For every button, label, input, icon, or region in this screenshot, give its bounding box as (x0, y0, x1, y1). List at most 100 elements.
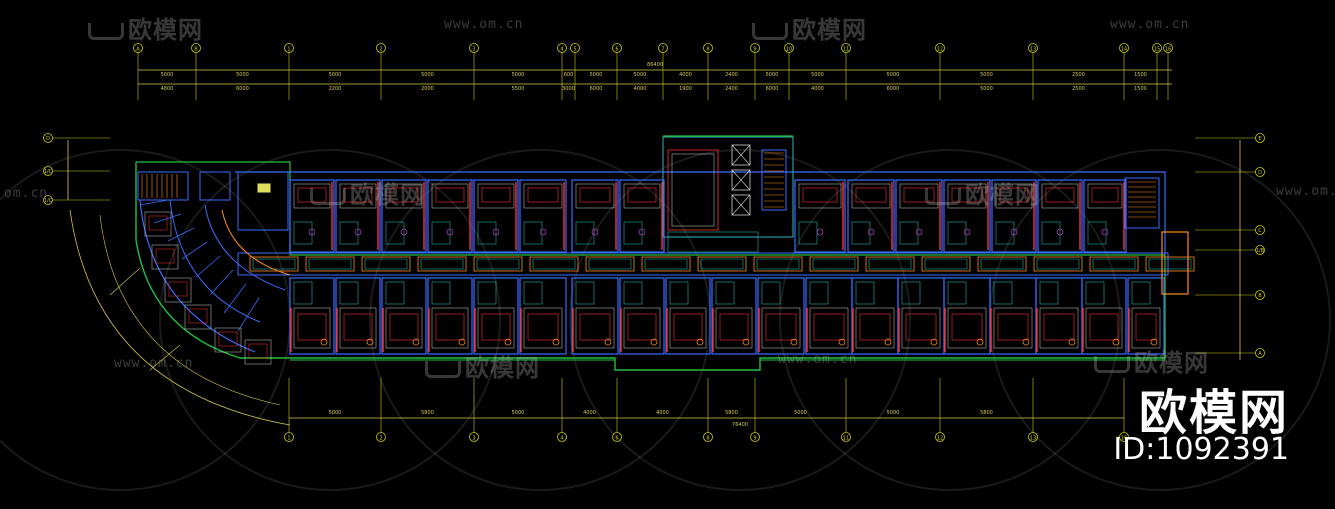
room-bed (339, 307, 377, 349)
guest-room (847, 179, 895, 253)
guest-room (519, 277, 567, 355)
axis-label: A (136, 47, 140, 53)
service-room (199, 171, 231, 201)
room-chair (1068, 338, 1076, 346)
curved-room-bed (148, 215, 168, 231)
room-bed (389, 313, 419, 341)
axis-label: 16 (1165, 47, 1171, 53)
room-bed (523, 307, 563, 349)
elevator-shaft (731, 194, 751, 216)
room-bed (719, 313, 749, 341)
room-light (867, 228, 875, 236)
room-bathroom (575, 221, 595, 245)
axis-label: 4 (560, 47, 563, 53)
room-bed (899, 183, 939, 209)
axis-bubble (1028, 43, 1038, 53)
axis-bubble (1255, 290, 1265, 300)
curved-wall (204, 204, 286, 291)
guest-room (427, 179, 473, 253)
room-bathroom (293, 281, 313, 305)
room-bed (859, 313, 891, 341)
guest-room (335, 277, 381, 355)
room-bed (1091, 187, 1119, 203)
guest-room (757, 277, 805, 355)
room-chair (1112, 338, 1120, 346)
room-bed (855, 307, 895, 349)
axis-bubble (1152, 43, 1162, 53)
room-bed (579, 313, 611, 341)
axis-label: 12 (937, 436, 943, 442)
curved-partition (223, 283, 247, 314)
dimension-value: 5000 (421, 72, 434, 78)
elevator-shaft (731, 169, 751, 191)
room-bed (481, 313, 511, 341)
dimension-value: 4000 (679, 72, 692, 78)
guest-room (794, 179, 846, 253)
watermark-url: www.om.cn (778, 352, 858, 367)
room-bed (802, 187, 838, 203)
axis-label: B (1258, 293, 1262, 299)
curved-room-bed (168, 281, 188, 297)
room-bed (385, 183, 423, 209)
dimension-value: 1900 (679, 86, 692, 92)
axis-label: A (1258, 351, 1262, 357)
axis-label: 8 (706, 436, 709, 442)
room-bed (1041, 183, 1079, 209)
guest-room (473, 179, 519, 253)
dimension-value: 1500 (1134, 72, 1147, 78)
corridor-ceiling (868, 258, 912, 270)
room-bed (851, 183, 891, 209)
axis-bubble (557, 43, 567, 53)
room-bed (627, 313, 657, 341)
dimension-value: 4000 (634, 86, 647, 92)
room-bathroom (477, 281, 497, 305)
axis-bubble (570, 43, 580, 53)
watermark-url: www.om.cn (1276, 184, 1335, 199)
room-bed (431, 307, 469, 349)
room-light (963, 228, 971, 236)
core-outline (662, 136, 794, 238)
room-bed (813, 313, 845, 341)
room-bed (798, 183, 842, 209)
corridor-ceiling (1092, 258, 1136, 270)
axis-label: D (46, 136, 50, 142)
axis-bubble (750, 43, 760, 53)
room-bed (1039, 307, 1079, 349)
room-bed (385, 307, 423, 349)
watermark-logo: 欧模网 (925, 175, 1040, 210)
dimension-value: 5800 (725, 410, 738, 416)
axis-label: C (1258, 228, 1262, 234)
axis-label: 1/C (44, 169, 53, 175)
axis-label: E (1258, 136, 1261, 142)
guest-room (519, 179, 567, 253)
room-bathroom (1085, 281, 1105, 305)
room-bathroom (993, 281, 1013, 305)
curved-wall (139, 199, 256, 353)
axis-bubble (1255, 167, 1265, 177)
corridor-ceiling (473, 256, 523, 272)
curved-partition (153, 213, 182, 224)
curved-room-furniture (184, 304, 212, 330)
corridor-ceiling (588, 258, 632, 270)
axis-label: 12 (937, 47, 943, 53)
axis-label: 3 (472, 436, 475, 442)
curved-room-bed (218, 331, 238, 347)
axis-label: 6 (615, 436, 618, 442)
room-chair (366, 338, 374, 346)
dimension-value: 6000 (887, 86, 900, 92)
curved-room-bed (155, 248, 175, 264)
axis-label: 1/B (1256, 248, 1265, 254)
room-bathroom (1041, 221, 1061, 245)
axis-bubble (750, 432, 760, 442)
room-chair (650, 338, 658, 346)
curved-partition (181, 241, 208, 260)
curved-room-furniture (151, 244, 179, 270)
corridor-ceiling (756, 258, 800, 270)
axis-label: 11 (843, 47, 849, 53)
curved-dimension (69, 209, 291, 426)
building-outline (135, 162, 1166, 371)
room-bed (669, 307, 707, 349)
axis-bubble (1119, 432, 1129, 442)
room-bed (627, 187, 657, 203)
